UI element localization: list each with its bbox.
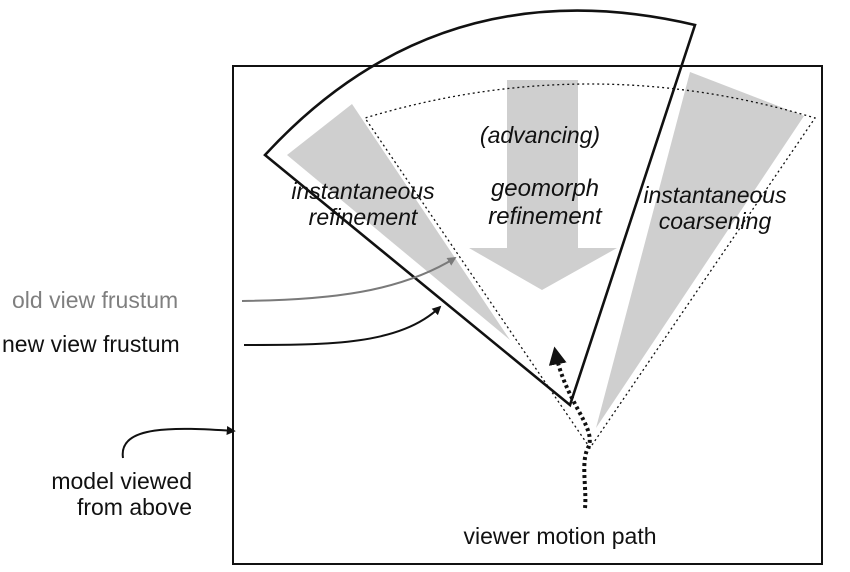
viewer-motion-path xyxy=(548,346,592,509)
instantaneous-refinement-region xyxy=(287,104,510,340)
old-frustum-pointer-arrow xyxy=(241,257,457,302)
viewer-motion-path-label: viewer motion path xyxy=(463,523,657,549)
instantaneous-refinement-line-1: instantaneous xyxy=(291,178,435,204)
model-viewed-label: model viewed from above xyxy=(6,468,192,521)
model-pointer-arrow xyxy=(121,426,236,459)
geomorph-refinement-line-2: refinement xyxy=(488,202,602,230)
new-view-frustum xyxy=(263,9,697,408)
instantaneous-coarsening-line-2: coarsening xyxy=(658,208,772,235)
instantaneous-refinement-label: instantaneous refinement xyxy=(268,178,458,231)
geomorph-arrow xyxy=(469,80,617,290)
model-viewed-line-1: model viewed xyxy=(51,468,192,494)
model-viewed-line-2: from above xyxy=(76,494,192,521)
advancing-label: (advancing) xyxy=(455,122,625,148)
instantaneous-refinement-line-2: refinement xyxy=(308,204,418,231)
model-square xyxy=(232,65,823,565)
old-view-frustum-label: old view frustum xyxy=(12,287,179,313)
instantaneous-coarsening-label: instantaneous coarsening xyxy=(620,182,810,235)
old-view-frustum xyxy=(363,83,817,450)
new-view-frustum-label: new view frustum xyxy=(2,331,180,357)
geomorph-refinement-label: geomorph refinement xyxy=(460,175,630,230)
new-frustum-pointer-arrow xyxy=(243,305,442,346)
advancing-text: (advancing) xyxy=(479,122,601,148)
geomorph-refinement-line-1: geomorph xyxy=(490,175,600,202)
instantaneous-coarsening-line-1: instantaneous xyxy=(643,182,787,208)
instantaneous-coarsening-region xyxy=(596,72,804,428)
